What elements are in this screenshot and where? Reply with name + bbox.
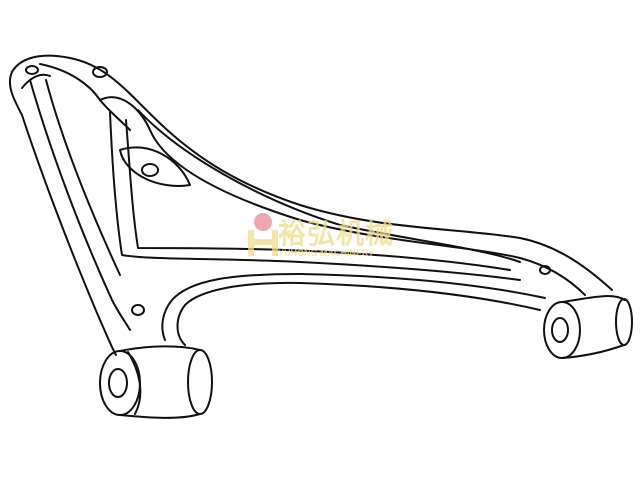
right-bushing-outer xyxy=(543,301,581,359)
mount-hole xyxy=(25,65,39,75)
right-bushing-inner xyxy=(551,317,569,343)
mount-hole xyxy=(131,304,145,316)
arm-outline-top xyxy=(11,54,613,291)
arm-outline-bottom xyxy=(176,281,541,346)
arm-rib-left xyxy=(29,79,131,331)
arm-outline-left xyxy=(8,71,117,356)
mount-hole xyxy=(92,66,108,78)
watermark-brand-cn: 裕弘机械 xyxy=(278,217,395,250)
watermark: 裕弘机械 YUHONG MACHINERY xyxy=(248,212,408,262)
watermark-brand-en: YUHONG MACHINERY xyxy=(278,248,375,258)
left-bushing-inner xyxy=(108,368,128,398)
mount-hole xyxy=(141,163,159,177)
mount-hole xyxy=(539,265,551,275)
left-bushing-outer xyxy=(99,350,141,416)
watermark-logo-icon xyxy=(248,213,278,256)
